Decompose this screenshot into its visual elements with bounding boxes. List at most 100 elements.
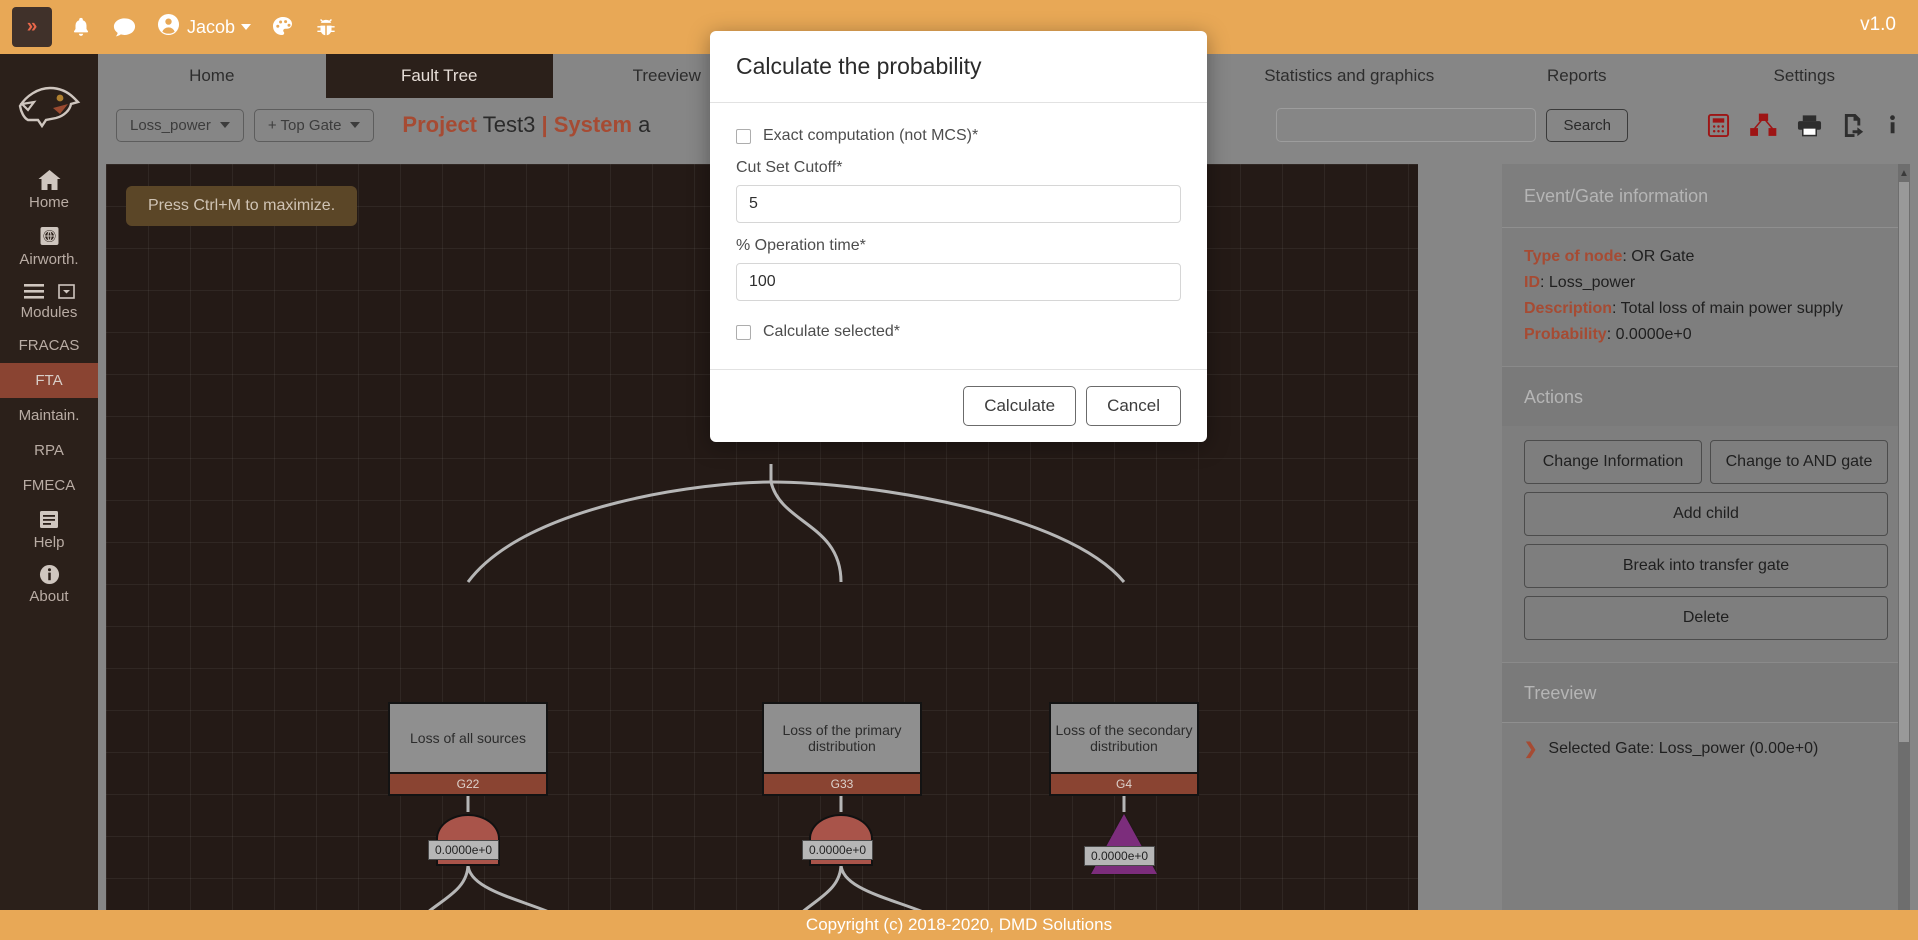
- sidebar-item-modules[interactable]: Modules: [0, 275, 98, 328]
- calculator-icon[interactable]: [1707, 113, 1730, 138]
- change-to-and-gate-button[interactable]: Change to AND gate: [1710, 439, 1888, 484]
- detail-key: Description: [1524, 299, 1613, 317]
- sidebar-item-maintain[interactable]: Maintain.: [0, 398, 98, 433]
- cut-set-cutoff-input[interactable]: [736, 185, 1181, 223]
- sidebar-item-fta[interactable]: FTA: [0, 363, 98, 398]
- sidebar-item-fracas[interactable]: FRACAS: [0, 328, 98, 363]
- sidebar-item-home[interactable]: Home: [0, 163, 98, 218]
- bug-icon[interactable]: [315, 15, 337, 39]
- sidebar-item-rpa[interactable]: RPA: [0, 433, 98, 468]
- operation-time-input[interactable]: [736, 263, 1181, 301]
- detail-row: Type of node: OR Gate: [1524, 248, 1695, 265]
- chevrons-right-icon[interactable]: »: [12, 7, 52, 47]
- chevron-down-icon: [241, 24, 252, 30]
- exact-computation-row[interactable]: Exact computation (not MCS)*: [736, 127, 1181, 145]
- search-area: Search: [1276, 108, 1628, 142]
- scrollbar-thumb[interactable]: [1899, 182, 1909, 742]
- sidebar-item-label: FRACAS: [18, 337, 80, 354]
- operation-time-label: % Operation time*: [736, 237, 866, 254]
- delete-button[interactable]: Delete: [1524, 595, 1888, 640]
- exact-computation-checkbox[interactable]: [736, 128, 751, 144]
- panel-header-treeview: Treeview: [1502, 661, 1910, 722]
- tab-home[interactable]: Home: [189, 66, 235, 85]
- bird-logo: [16, 76, 82, 137]
- chat-bubble-icon[interactable]: [112, 15, 137, 39]
- exact-computation-label: Exact computation (not MCS)*: [763, 127, 979, 144]
- export-icon[interactable]: [1842, 113, 1867, 138]
- printer-icon[interactable]: [1797, 113, 1822, 137]
- detail-row: Description: Total loss of main power su…: [1524, 299, 1843, 317]
- tab-fault-tree[interactable]: Fault Tree: [325, 54, 553, 98]
- detail-value: Total loss of main power supply: [1620, 299, 1843, 317]
- calculate-selected-row[interactable]: Calculate selected*: [736, 323, 1181, 341]
- panel-scrollbar[interactable]: ▲ ▼: [1898, 164, 1910, 940]
- fault-tree-icon[interactable]: [1750, 113, 1777, 137]
- sidebar-item-help[interactable]: Help: [0, 503, 98, 558]
- sidebar-item-label: Help: [33, 534, 65, 551]
- tree-node[interactable]: Loss of the secondary distribution G4: [1049, 702, 1199, 796]
- detail-value: Loss_power: [1548, 273, 1636, 291]
- top-gate-label: + Top Gate: [267, 116, 342, 134]
- search-button[interactable]: Search: [1546, 108, 1628, 142]
- dialog-title: Calculate the probability: [736, 53, 982, 79]
- sidebar-item-fmeca[interactable]: FMECA: [0, 468, 98, 503]
- calculate-selected-checkbox[interactable]: [736, 324, 751, 340]
- tab-settings[interactable]: Settings: [1773, 66, 1835, 85]
- event-gate-details: Type of node: OR Gate ID: Loss_power Des…: [1502, 228, 1910, 366]
- search-input[interactable]: [1276, 108, 1537, 142]
- gate-select-dropdown[interactable]: Loss_power: [116, 108, 244, 142]
- username-label: Jacob: [187, 16, 236, 37]
- tab-reports[interactable]: Reports: [1546, 66, 1607, 85]
- add-top-gate-dropdown[interactable]: + Top Gate: [253, 108, 375, 142]
- break-into-transfer-gate-button[interactable]: Break into transfer gate: [1524, 543, 1888, 588]
- sidebar-item-label: FMECA: [22, 477, 76, 494]
- sidebar-item-label: FTA: [35, 372, 63, 389]
- cancel-button[interactable]: Cancel: [1086, 386, 1181, 426]
- node-id: G4: [1049, 774, 1199, 796]
- node-label: Loss of the secondary distribution: [1049, 702, 1199, 774]
- node-id: G22: [388, 774, 548, 796]
- footer-copyright: Copyright (c) 2018-2020, DMD Solutions: [0, 910, 1918, 940]
- tree-node[interactable]: Loss of all sources G22: [388, 702, 548, 796]
- detail-key: Probability: [1524, 325, 1607, 343]
- dialog-body: Exact computation (not MCS)* Cut Set Cut…: [710, 102, 1207, 369]
- sidebar-item-about[interactable]: About: [0, 558, 98, 612]
- change-information-button[interactable]: Change Information: [1524, 439, 1702, 484]
- sidebar-item-label: RPA: [34, 442, 64, 459]
- tab-treeview[interactable]: Treeview: [632, 66, 701, 85]
- scroll-up-icon[interactable]: ▲: [1899, 168, 1909, 179]
- detail-row: Probability: 0.0000e+0: [1524, 325, 1692, 343]
- chevron-down-icon: [219, 122, 230, 128]
- left-sidebar: Home Airworth.: [0, 54, 98, 910]
- detail-key: Type of node: [1524, 248, 1623, 265]
- panel-header-actions: Actions: [1502, 365, 1910, 426]
- user-menu[interactable]: Jacob: [157, 13, 252, 41]
- add-child-button[interactable]: Add child: [1524, 491, 1888, 536]
- info-icon[interactable]: [1887, 113, 1898, 137]
- system-value: a: [638, 112, 651, 137]
- bell-icon[interactable]: [70, 15, 92, 39]
- book-icon: [37, 509, 61, 531]
- version-label: v1.0: [1860, 14, 1896, 35]
- tree-item-label: Selected Gate: Loss_power (0.00e+0): [1548, 739, 1819, 757]
- sidebar-item-label: About: [29, 588, 69, 605]
- palette-icon[interactable]: [271, 15, 295, 39]
- tree-list-item[interactable]: ❯ Selected Gate: Loss_power (0.00e+0): [1524, 739, 1888, 759]
- calculate-selected-label: Calculate selected*: [763, 323, 900, 340]
- sidebar-item-label: Maintain.: [18, 407, 80, 424]
- calculate-button[interactable]: Calculate: [963, 386, 1077, 426]
- node-probability: 0.0000e+0: [802, 840, 874, 860]
- fault-tree-toolbar: Loss_power + Top Gate Project Test3 | Sy…: [98, 98, 1918, 152]
- modules-icon: [23, 281, 75, 301]
- globe-book-icon: [37, 224, 62, 248]
- tree-node[interactable]: Loss of the primary distribution G33: [762, 702, 922, 796]
- node-probability: 0.0000e+0: [1084, 846, 1156, 866]
- node-probability: 0.0000e+0: [428, 840, 500, 860]
- node-label: Loss of all sources: [388, 702, 548, 774]
- sidebar-item-airworthiness[interactable]: Airworth.: [0, 218, 98, 275]
- cut-set-cutoff-label: Cut Set Cutoff*: [736, 159, 843, 176]
- tab-statistics-and-graphics[interactable]: Statistics and graphics: [1264, 66, 1435, 85]
- chevron-right-icon: ❯: [1524, 740, 1538, 758]
- panel-header-info: Event/Gate information: [1502, 164, 1910, 228]
